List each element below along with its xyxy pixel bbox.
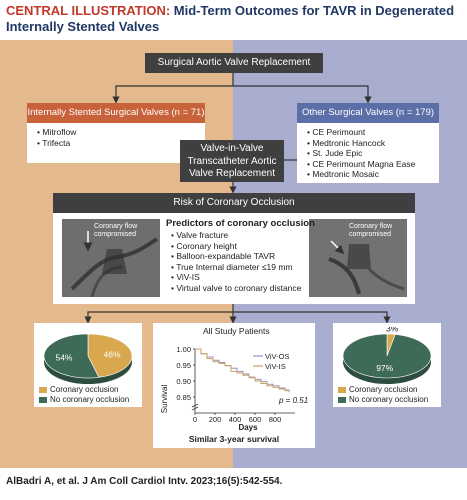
- arrow-to-right-pie: [233, 311, 391, 324]
- list-item: Balloon-expandable TAVR: [171, 251, 301, 262]
- risk-heading: Risk of Coronary Occlusion: [53, 193, 415, 213]
- survival-pvalue: p = 0.51: [278, 396, 308, 405]
- savr-box: Surgical Aortic Valve Replacement: [145, 53, 323, 73]
- other-heading-text: Other Surgical Valves: [301, 107, 394, 118]
- other-valves-heading: Other Surgical Valves (n = 179): [297, 103, 439, 123]
- stented-n: (n = 71): [171, 107, 205, 118]
- left-pie-slice-1: [43, 333, 100, 379]
- survival-xtick-label: 600: [249, 415, 262, 424]
- survival-xlabel: Days: [238, 423, 258, 432]
- list-item: True Internal diameter ≤19 mm: [171, 262, 301, 273]
- pie-right-chart: 3% 97%: [342, 327, 432, 384]
- pie-right-legend-no-occlusion: No coronary occlusion: [338, 395, 428, 404]
- survival-line-1: [195, 348, 290, 393]
- list-item: Valve fracture: [171, 230, 301, 241]
- survival-xtick-label: 0: [193, 415, 197, 424]
- angio-right-label-1: Coronary flow: [349, 223, 393, 230]
- title-prefix: CENTRAL ILLUSTRATION:: [6, 3, 171, 18]
- angio-left-label-1: Coronary flow: [94, 223, 138, 230]
- legend-label-no-occlusion: No coronary occlusion: [349, 395, 429, 404]
- survival-ytick-label: 0.85: [176, 393, 191, 402]
- legend-swatch-occlusion: [39, 386, 47, 393]
- angio-right-label-2: compromised: [349, 231, 392, 238]
- list-item: Medtronic Mosaic: [307, 169, 439, 180]
- left-pie-label-0: 46%: [104, 349, 121, 359]
- survival-ytick-label: 0.95: [176, 361, 191, 370]
- pie-right-card: 3% 97% Coronary occlusion No coronary occ…: [333, 323, 441, 407]
- title-line-2: Internally Stented Valves: [6, 19, 160, 34]
- survival-legend-label-1: ViV-IS: [265, 362, 286, 371]
- survival-xtick-label: 400: [229, 415, 242, 424]
- legend-label-occlusion: Coronary occlusion: [50, 385, 119, 394]
- survival-ytick-label: 0.90: [176, 377, 191, 386]
- viv-tavr-box: Valve-in-Valve Transcatheter Aortic Valv…: [180, 140, 284, 182]
- pie-left-chart: 46% 54%: [43, 333, 133, 384]
- stented-heading-text: Internally Stented Surgical Valves: [27, 107, 169, 118]
- pie-left-card: 46% 54% Coronary occlusion No coronary oc…: [34, 323, 142, 407]
- survival-title: All Study Patients: [203, 326, 270, 336]
- citation: AlBadri A, et al. J Am Coll Cardiol Intv…: [6, 476, 283, 487]
- list-item: CE Perimount Magna Ease: [307, 159, 439, 170]
- stented-valves-heading: Internally Stented Surgical Valves (n = …: [27, 103, 205, 123]
- left-pie-label-1: 54%: [55, 353, 72, 363]
- survival-ytick-label: 1.00: [176, 345, 191, 354]
- list-item: Coronary height: [171, 241, 301, 252]
- legend-swatch-occlusion: [338, 386, 346, 393]
- survival-legend-label-0: ViV-OS: [265, 352, 289, 361]
- survival-card: All Study Patients Survival Days Similar…: [153, 323, 315, 448]
- arrow-to-left-pie: [84, 304, 234, 324]
- viv-line-3: Valve Replacement: [189, 168, 275, 179]
- legend-swatch-no-occlusion: [338, 396, 346, 403]
- pie-right-legend-occlusion: Coronary occlusion: [338, 385, 417, 394]
- arrow-to-stented: [112, 73, 234, 104]
- list-item: St. Jude Epic: [307, 148, 439, 159]
- list-item: Trifecta: [37, 138, 205, 149]
- arrow-to-other: [233, 85, 372, 104]
- list-item: ViV-IS: [171, 272, 301, 283]
- right-pie-label-1: 97%: [376, 363, 393, 373]
- title-main: Mid-Term Outcomes for TAVR in Degenerate…: [170, 3, 455, 18]
- survival-ylabel: Survival: [160, 385, 169, 414]
- viv-line-1: Valve-in-Valve: [200, 143, 264, 154]
- title-line-1: CENTRAL ILLUSTRATION: Mid-Term Outcomes …: [6, 3, 454, 18]
- angiogram-left-drawing: [62, 219, 160, 298]
- legend-label-no-occlusion: No coronary occlusion: [50, 395, 130, 404]
- legend-swatch-no-occlusion: [39, 396, 47, 403]
- pie-left-legend-occlusion: Coronary occlusion: [39, 385, 118, 394]
- angiogram-right-drawing: [309, 219, 407, 297]
- header: CENTRAL ILLUSTRATION: Mid-Term Outcomes …: [0, 0, 467, 38]
- stented-valves-list: Mitroflow Trifecta: [27, 123, 205, 163]
- list-item: Mitroflow: [37, 127, 205, 138]
- angio-left-label-2: compromised: [94, 231, 137, 238]
- survival-axis-break: [191, 403, 199, 411]
- pie-left-legend-no-occlusion: No coronary occlusion: [39, 395, 129, 404]
- survival-xtick-label: 800: [269, 415, 282, 424]
- survival-caption: Similar 3-year survival: [189, 434, 279, 444]
- other-n: (n = 179): [395, 107, 435, 118]
- list-item: Medtronic Hancock: [307, 138, 439, 149]
- legend-label-occlusion: Coronary occlusion: [349, 385, 418, 394]
- survival-chart: All Study Patients Survival Days Similar…: [160, 326, 308, 444]
- other-valves-list: CE Perimount Medtronic Hancock St. Jude …: [297, 123, 439, 183]
- survival-xtick-label: 200: [209, 415, 222, 424]
- right-pie-label-0: 3%: [386, 327, 399, 334]
- viv-line-2: Transcatheter Aortic: [187, 155, 277, 167]
- list-item: Virtual valve to coronary distance: [171, 283, 301, 294]
- list-item: CE Perimount: [307, 127, 439, 138]
- predictors-title: Predictors of coronary occlusion: [166, 218, 315, 229]
- right-pie-slice-1: [342, 333, 432, 379]
- left-pie-slice-0: [87, 333, 133, 378]
- predictors-list: Valve fracture Coronary height Balloon-e…: [161, 230, 301, 293]
